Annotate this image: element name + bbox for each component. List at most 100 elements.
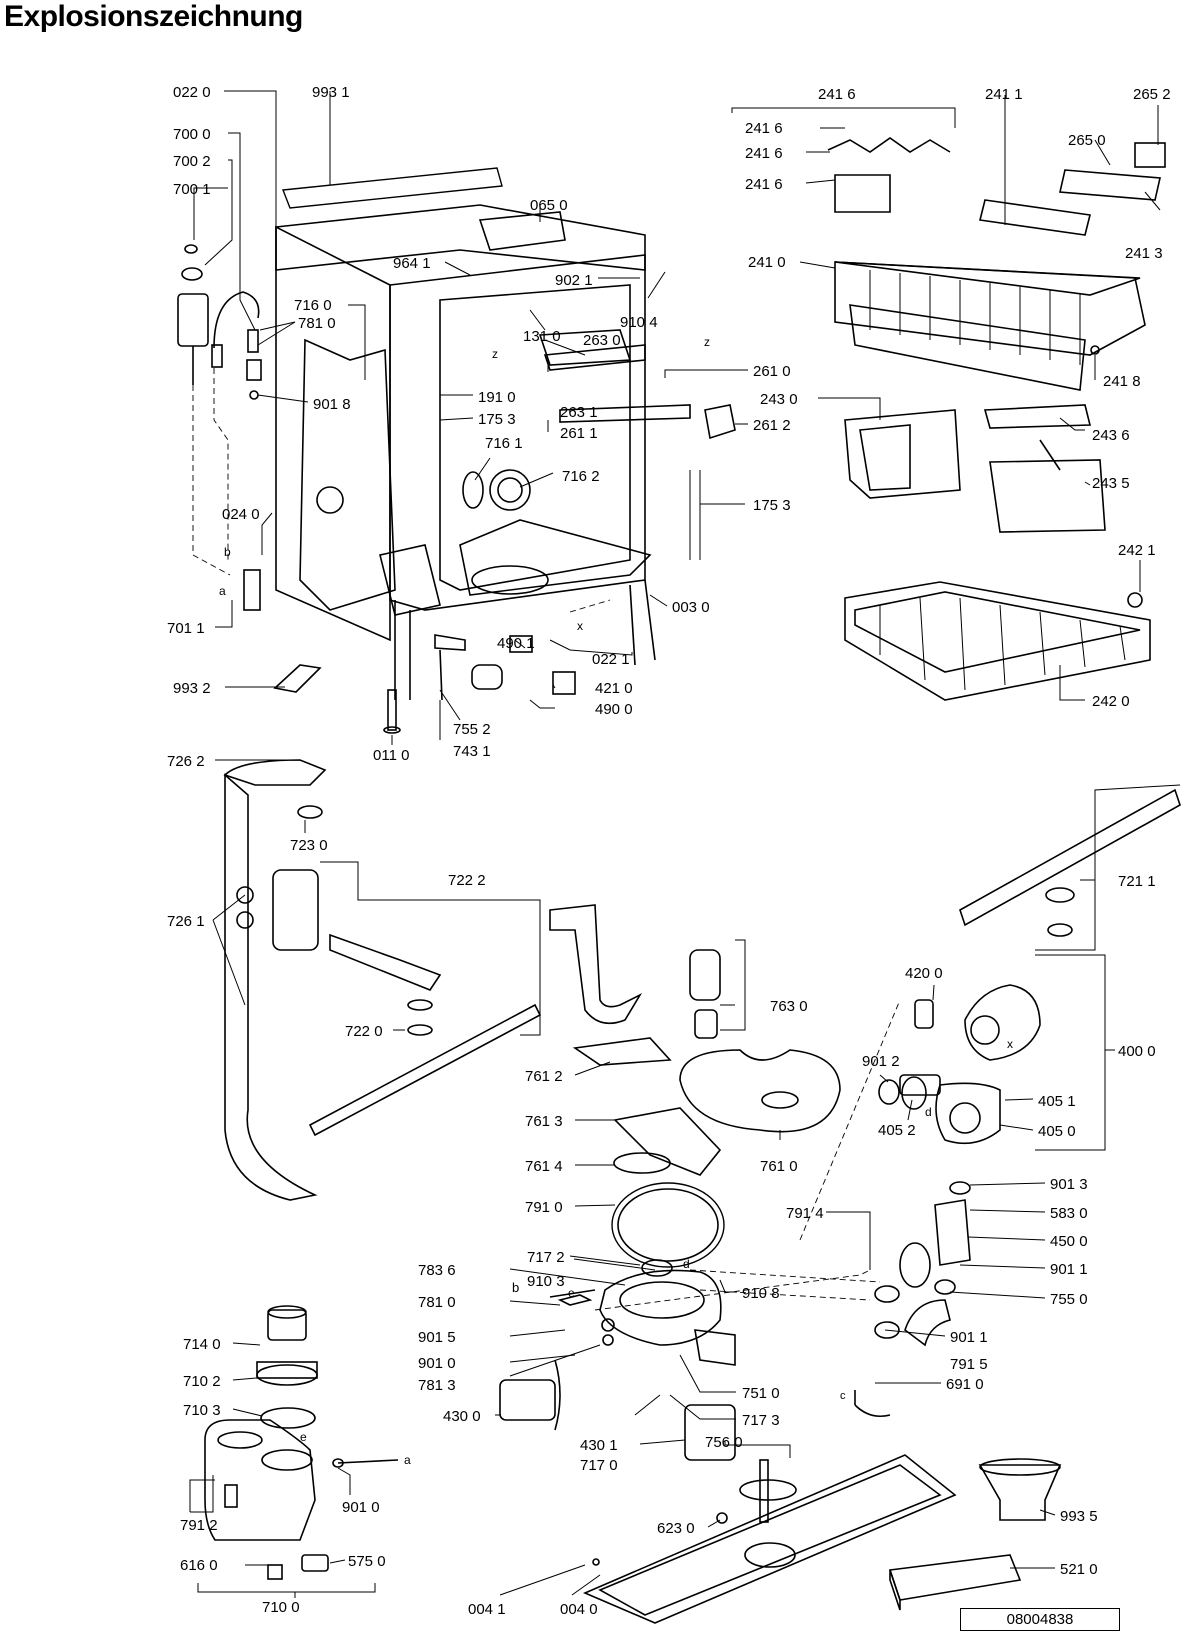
part-label: 175 3 xyxy=(478,411,516,428)
part-label: 781 3 xyxy=(418,1377,456,1394)
part-label: 242 1 xyxy=(1118,542,1156,559)
part-label: 700 0 xyxy=(173,126,211,143)
part-label: 003 0 xyxy=(672,599,710,616)
part-label: 901 2 xyxy=(862,1053,900,1070)
part-label: 691 0 xyxy=(946,1376,984,1393)
part-labels: 022 0 993 1 700 0 700 2 700 1 065 0 964 … xyxy=(167,84,1171,1618)
part-label: 761 3 xyxy=(525,1113,563,1130)
part-label: 993 1 xyxy=(312,84,350,101)
part-label: 421 0 xyxy=(595,680,633,697)
part-label: 175 3 xyxy=(753,497,791,514)
part-label: 263 1 xyxy=(560,404,598,421)
letter-mark: x xyxy=(577,619,583,633)
leader-lines xyxy=(189,90,1181,1598)
page-title: Explosionszeichnung xyxy=(4,0,303,33)
part-label: 241 3 xyxy=(1125,245,1163,262)
letter-mark: e xyxy=(568,1286,575,1300)
part-label: 011 0 xyxy=(373,747,409,764)
part-label: 065 0 xyxy=(530,197,568,214)
part-label: 714 0 xyxy=(183,1336,221,1353)
part-label: 902 1 xyxy=(555,272,593,289)
part-label: 993 2 xyxy=(173,680,211,697)
part-label: 241 0 xyxy=(748,254,786,271)
part-label: 450 0 xyxy=(1050,1233,1088,1250)
part-label: 241 6 xyxy=(818,86,856,103)
part-label: 241 6 xyxy=(745,145,783,162)
spray-arm-drawing xyxy=(223,759,1181,1201)
part-label: 263 0 xyxy=(583,332,621,349)
letter-mark: z xyxy=(492,347,498,361)
part-label: 701 1 xyxy=(167,620,205,637)
part-label: 420 0 xyxy=(905,965,943,982)
letter-mark: x xyxy=(1007,1037,1013,1051)
part-label: 243 5 xyxy=(1092,475,1130,492)
part-label: 901 5 xyxy=(418,1329,456,1346)
part-label: 716 1 xyxy=(485,435,523,452)
part-label: 241 1 xyxy=(985,86,1023,103)
letter-mark: c xyxy=(840,1390,846,1402)
part-label: 993 5 xyxy=(1060,1508,1098,1525)
part-label: 761 4 xyxy=(525,1158,563,1175)
part-label: 781 0 xyxy=(418,1294,456,1311)
part-label: 241 8 xyxy=(1103,373,1141,390)
part-label: 964 1 xyxy=(393,255,431,272)
part-label: 791 4 xyxy=(786,1205,824,1222)
part-label: 901 8 xyxy=(313,396,351,413)
part-label: 763 0 xyxy=(770,998,808,1015)
part-label: 756 0 xyxy=(705,1434,743,1451)
letter-mark: a xyxy=(219,584,226,598)
part-label: 710 2 xyxy=(183,1373,221,1390)
part-label: 751 0 xyxy=(742,1385,780,1402)
part-label: 131 0 xyxy=(523,328,561,345)
base-plate-drawing xyxy=(582,1454,1062,1624)
part-label: 722 2 xyxy=(448,872,486,889)
letter-mark: e xyxy=(300,1430,307,1444)
part-label: 721 1 xyxy=(1118,873,1156,890)
part-label: 261 2 xyxy=(753,417,791,434)
part-label: 781 0 xyxy=(298,315,336,332)
part-label: 710 3 xyxy=(183,1402,221,1419)
part-label: 241 6 xyxy=(745,120,783,137)
assembly-letter-marks: z z x b a x d b e d e a c xyxy=(219,335,1013,1467)
part-label: 004 0 xyxy=(560,1601,598,1618)
part-label: 910 3 xyxy=(527,1273,565,1290)
document-number: 08004838 xyxy=(960,1608,1120,1631)
part-label: 901 3 xyxy=(1050,1176,1088,1193)
part-label: 623 0 xyxy=(657,1520,695,1537)
part-label: 791 2 xyxy=(180,1517,218,1534)
part-label: 261 1 xyxy=(560,425,598,442)
part-label: 490 0 xyxy=(595,701,633,718)
part-label: 243 6 xyxy=(1092,427,1130,444)
part-label: 405 1 xyxy=(1038,1093,1076,1110)
part-label: 726 1 xyxy=(167,913,205,930)
filter-sump-drawing xyxy=(499,949,841,1461)
part-label: 265 2 xyxy=(1133,86,1171,103)
part-label: 722 0 xyxy=(345,1023,383,1040)
part-label: 901 0 xyxy=(342,1499,380,1516)
part-label: 400 0 xyxy=(1118,1043,1156,1060)
tub-frame-drawing xyxy=(275,167,736,701)
part-label: 743 1 xyxy=(453,743,491,760)
part-label: 521 0 xyxy=(1060,1561,1098,1578)
part-label: 430 1 xyxy=(580,1437,618,1454)
part-label: 783 6 xyxy=(418,1262,456,1279)
part-label: 717 3 xyxy=(742,1412,780,1429)
part-label: 710 0 xyxy=(262,1599,300,1616)
part-label: 022 1 xyxy=(592,651,630,668)
water-softener-drawing xyxy=(204,1305,399,1580)
part-label: 717 2 xyxy=(527,1249,565,1266)
part-label: 755 0 xyxy=(1050,1291,1088,1308)
assembly-dashed-lines xyxy=(192,368,901,1311)
part-label: 910 4 xyxy=(620,314,658,331)
part-label: 791 5 xyxy=(950,1356,988,1373)
part-label: 723 0 xyxy=(290,837,328,854)
part-label: 761 0 xyxy=(760,1158,798,1175)
letter-mark: d xyxy=(683,1257,690,1271)
part-label: 261 0 xyxy=(753,363,791,380)
part-label: 022 0 xyxy=(173,84,211,101)
letter-mark: b xyxy=(512,1280,519,1295)
part-label: 901 1 xyxy=(950,1329,988,1346)
part-label: 575 0 xyxy=(348,1553,386,1570)
part-label: 583 0 xyxy=(1050,1205,1088,1222)
part-label: 700 1 xyxy=(173,181,211,198)
